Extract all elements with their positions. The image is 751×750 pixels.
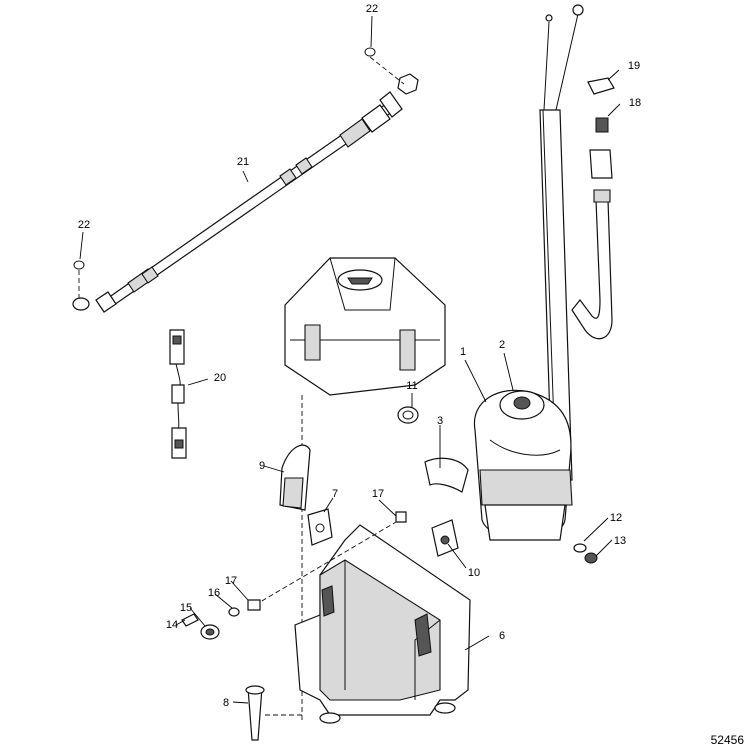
callout-18: 18 — [629, 97, 641, 109]
screw-part-17-top — [395, 511, 407, 523]
callout-21: 21 — [237, 156, 249, 168]
nut-part-13 — [584, 552, 598, 564]
callout-labels: 22 22 21 20 1 2 3 11 9 7 17 10 12 13 18 … — [78, 3, 641, 709]
mounting-tray-part-6 — [294, 524, 471, 724]
housing-cover — [284, 257, 446, 396]
washer-part-16 — [228, 607, 240, 617]
callout-22-bottom: 22 — [78, 219, 90, 231]
grommet-part-7 — [307, 508, 333, 546]
bolt-part-14 — [181, 613, 199, 627]
callout-8: 8 — [223, 697, 229, 709]
callout-20: 20 — [214, 372, 226, 384]
connector-cover-part-19 — [587, 77, 615, 95]
callout-1: 1 — [460, 346, 466, 358]
callout-17-top: 17 — [372, 488, 384, 500]
callout-12: 12 — [610, 512, 622, 524]
callout-13: 13 — [614, 535, 626, 547]
figure-number: 52456 — [711, 733, 745, 747]
washer-part-12 — [573, 543, 587, 553]
screw-part-17-bottom — [247, 599, 261, 611]
leader-lines — [79, 15, 621, 704]
bracket-part-9 — [279, 444, 311, 511]
pin-part-8 — [245, 685, 265, 741]
callout-17-bottom: 17 — [225, 575, 237, 587]
callout-3: 3 — [437, 415, 443, 427]
clamp-part-11 — [397, 406, 419, 424]
callout-22-top: 22 — [366, 3, 378, 15]
wiring-harness-part-20 — [169, 329, 187, 459]
grommet-part-10 — [431, 519, 459, 557]
plug-part — [589, 149, 613, 179]
callout-11: 11 — [406, 380, 417, 392]
dash-line-17 — [254, 521, 397, 606]
callout-9: 9 — [259, 460, 265, 472]
o-ring-part-22-bottom — [73, 260, 85, 270]
dash-line-22-top — [369, 56, 405, 85]
callout-2: 2 — [499, 339, 505, 351]
callout-16: 16 — [208, 587, 220, 599]
callout-7: 7 — [332, 488, 338, 500]
pump-reservoir-assembly-part-1 — [473, 4, 613, 541]
callout-14: 14 — [166, 619, 178, 631]
o-ring-part-22-top — [364, 47, 376, 57]
connector-part-18 — [595, 117, 609, 133]
strip-part-3 — [424, 457, 469, 493]
hose-assembly-part-21 — [72, 73, 419, 313]
callout-15: 15 — [180, 602, 192, 614]
bushing-part-15 — [200, 624, 220, 640]
callout-19: 19 — [628, 60, 640, 72]
callout-6: 6 — [499, 630, 505, 642]
callout-10: 10 — [468, 567, 480, 579]
